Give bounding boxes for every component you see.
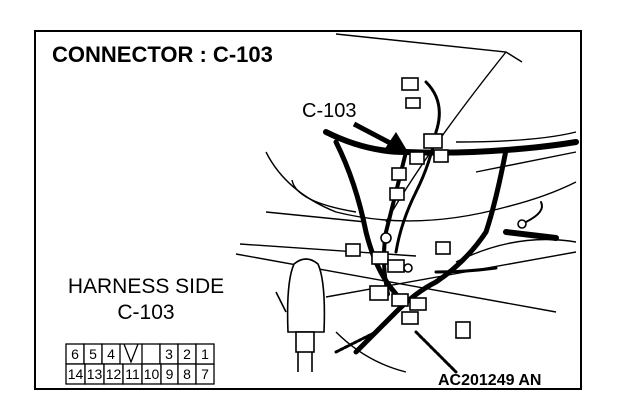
shift-lever-icon: [275, 258, 326, 372]
pin-bottom-5: 9: [166, 366, 174, 382]
pin-top-0: 6: [71, 346, 79, 362]
connector-block: [409, 297, 427, 311]
connector-block: [423, 133, 443, 149]
connector-lock-icon: [380, 232, 392, 244]
connector-block: [405, 97, 421, 109]
connector-block: [389, 187, 405, 201]
callout-arrow-icon: [352, 121, 408, 152]
connector-block: [401, 311, 419, 325]
pin-top-4: 3: [165, 346, 173, 362]
connector-block: [387, 259, 405, 273]
connector-block: [433, 149, 449, 163]
connector-lock-icon: [517, 219, 527, 229]
pin-cell: [195, 343, 215, 365]
pin-bottom-1: 13: [87, 366, 103, 382]
connector-lock-icon: [403, 263, 413, 273]
figure-title: CONNECTOR : C-103: [52, 42, 273, 67]
pin-top-1: 5: [89, 346, 97, 362]
connector-block: [371, 251, 389, 265]
pin-bottom-3: 11: [125, 366, 140, 382]
connector-key-notch: [120, 343, 142, 364]
figure-frame: CONNECTOR : C-103 C-103 HARNESS SIDE C-1…: [34, 30, 582, 390]
connector-block: [401, 77, 419, 91]
connector-block: [345, 243, 361, 257]
connector-block: [391, 167, 407, 181]
harness-side-label: HARNESS SIDE: [67, 275, 225, 298]
pin-top-2: 4: [107, 346, 115, 362]
connector-block: [409, 151, 425, 165]
connector-block: [391, 293, 409, 307]
connector-callout-label: C-103: [302, 100, 357, 122]
connector-block: [435, 241, 451, 255]
harness-connector-label: C-103: [117, 301, 175, 324]
pin-bottom-7: 7: [201, 366, 209, 382]
connector-blocks: [345, 77, 527, 339]
pin-bottom-0: 14: [68, 366, 84, 382]
connector-pinout: 6 5 4 3 2 1 14 13 12 11 10 9 8 7: [65, 343, 215, 385]
pin-bottom-4: 10: [144, 366, 160, 382]
pin-top-6: 1: [201, 346, 209, 362]
connector-block: [369, 285, 389, 301]
reference-code: AC201249 AN: [438, 372, 542, 389]
pin-top-5: 2: [183, 346, 191, 362]
vehicle-drawing: [235, 33, 579, 374]
body-outline: [235, 33, 577, 373]
pin-bottom-6: 8: [183, 366, 191, 382]
wiring-harness-icon: [323, 80, 579, 374]
pin-bottom-2: 12: [106, 366, 122, 382]
connector-block: [455, 321, 471, 339]
pin-cell: [141, 343, 161, 365]
